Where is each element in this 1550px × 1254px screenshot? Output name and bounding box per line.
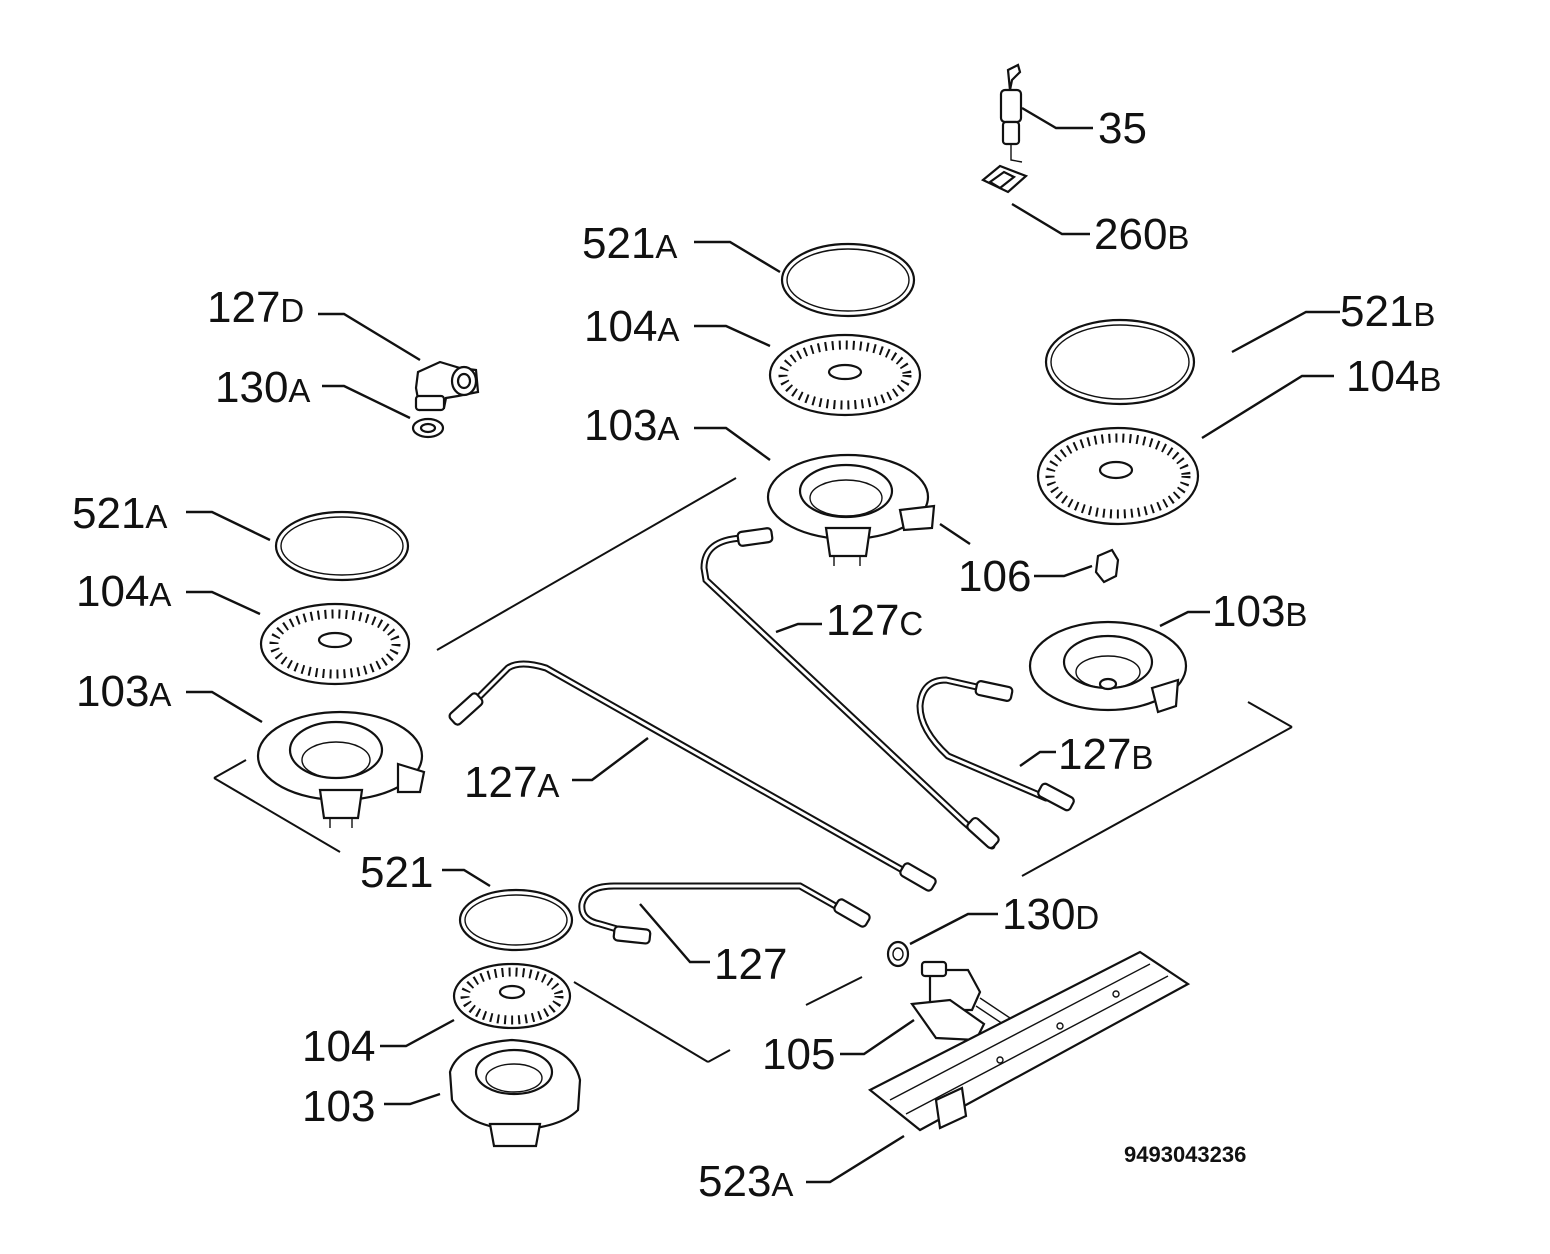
- part-104a-spreader-top: [768, 333, 922, 417]
- assembly-outline-lines: [213, 477, 1293, 1063]
- part-labels: 35 260B 521A 104A 103A 127D 130A 521B 10…: [72, 104, 1441, 1206]
- label-103b: 103B: [1212, 587, 1307, 636]
- diagram-code: 9493043236: [1124, 1142, 1246, 1167]
- part-521a-cap-top: [780, 242, 916, 318]
- label-260b: 260B: [1094, 210, 1189, 259]
- label-104: 104: [302, 1022, 375, 1071]
- label-130a: 130A: [215, 363, 310, 412]
- label-521b: 521B: [1340, 287, 1435, 336]
- label-523a: 523A: [698, 1157, 793, 1206]
- part-104a-spreader-left: [259, 602, 411, 686]
- label-103a-left: 103A: [76, 667, 171, 716]
- part-35-electrode: [999, 63, 1023, 163]
- label-127b: 127B: [1058, 730, 1153, 779]
- part-104-spreader: [452, 962, 572, 1030]
- pipe-127b: [916, 676, 1075, 812]
- label-127d: 127D: [207, 283, 304, 332]
- part-130a-washer: [411, 417, 445, 439]
- part-521-cap: [458, 888, 574, 952]
- label-104a-left: 104A: [76, 567, 171, 616]
- label-35: 35: [1098, 104, 1147, 153]
- label-106: 106: [958, 552, 1031, 601]
- part-127d-elbow: [414, 360, 480, 412]
- pipe-127a: [448, 660, 937, 892]
- pipe-127: [578, 882, 871, 945]
- leader-lines: [186, 106, 1340, 1184]
- label-130d: 130D: [1002, 890, 1099, 939]
- part-103a-burner-top: [766, 453, 936, 566]
- part-105-valve: [910, 960, 1011, 1042]
- label-127a: 127A: [464, 758, 559, 807]
- label-104a-top: 104A: [584, 302, 679, 351]
- part-521a-cap-left: [274, 510, 410, 582]
- part-130d-ring: [886, 940, 910, 968]
- part-103b-burner: [1028, 620, 1188, 714]
- label-105: 105: [762, 1030, 835, 1079]
- part-523a-rail: [867, 950, 1191, 1132]
- part-106-injector: [1094, 548, 1120, 584]
- label-521a-left: 521A: [72, 489, 167, 538]
- part-521b-cap: [1044, 318, 1196, 406]
- label-103a-top: 103A: [584, 401, 679, 450]
- label-103: 103: [302, 1082, 375, 1131]
- pipe-127c: [700, 527, 1000, 850]
- label-521a-top: 521A: [582, 219, 677, 268]
- label-104b: 104B: [1346, 352, 1441, 401]
- label-127c: 127C: [826, 596, 923, 645]
- label-127: 127: [714, 940, 787, 989]
- part-103a-burner-left: [256, 710, 426, 828]
- part-104b-spreader: [1036, 426, 1200, 526]
- part-260b-clip: [980, 164, 1029, 194]
- part-103-burner: [448, 1038, 582, 1148]
- label-521: 521: [360, 848, 433, 897]
